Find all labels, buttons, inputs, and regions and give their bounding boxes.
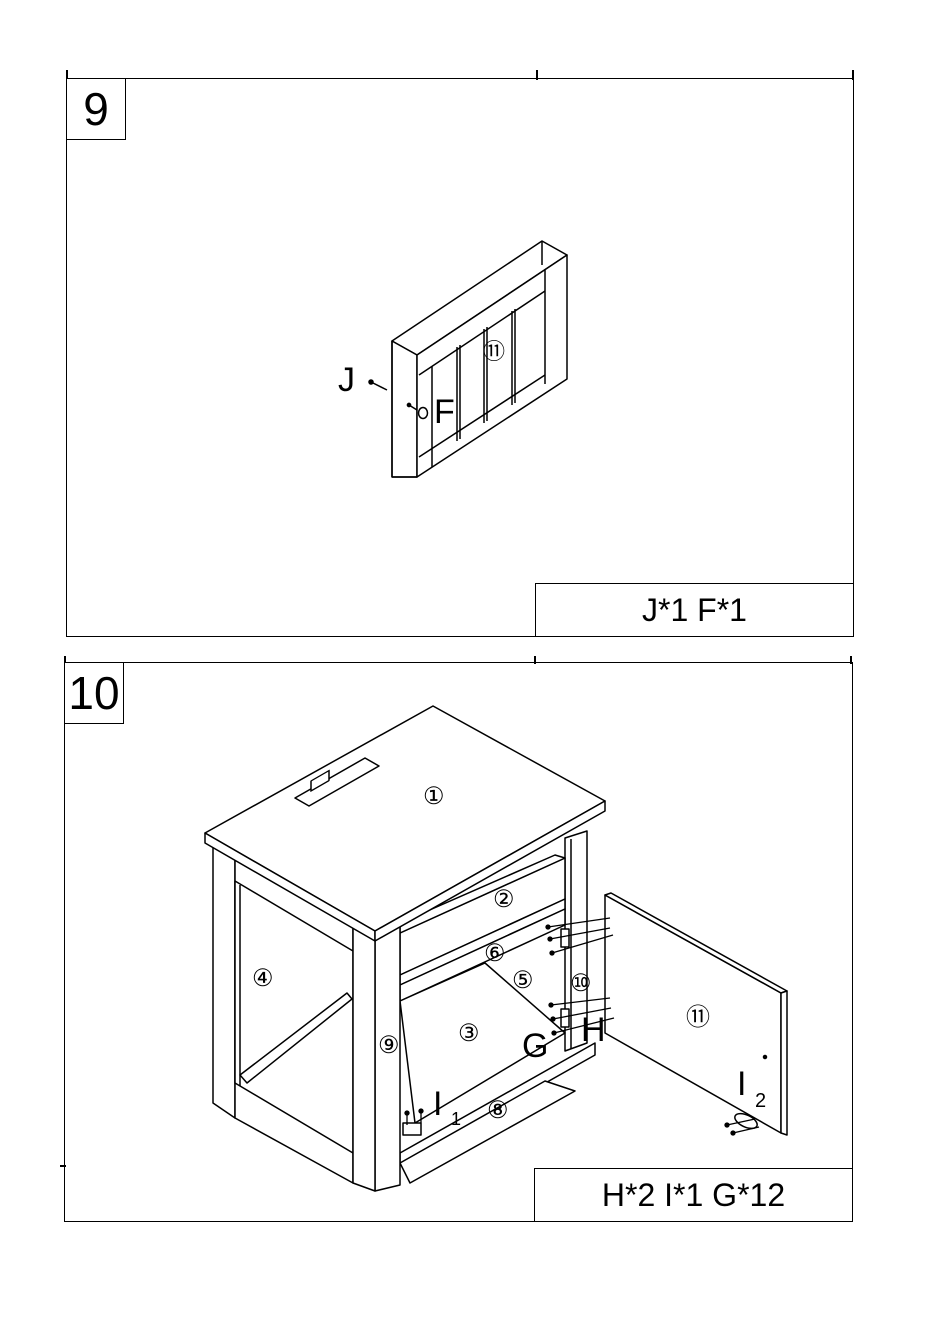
label-top: ① (423, 783, 445, 810)
label-i1-sub: 1 (451, 1109, 461, 1129)
label-i2: I (737, 1065, 746, 1103)
label-i1: I (433, 1085, 442, 1123)
label-i2-sub: 2 (755, 1090, 766, 1112)
label-post-left: ⑨ (378, 1032, 400, 1059)
label-rail: ⑤ (512, 967, 534, 994)
door-panel-face (392, 341, 417, 477)
screw-label-j: J (338, 361, 355, 399)
label-bottom: ③ (458, 1020, 480, 1047)
screw-j-icon (369, 380, 387, 390)
knob-label-f: F (434, 393, 455, 431)
parts-count-box: J*1 F*1 (535, 583, 854, 637)
label-side: ④ (252, 965, 274, 992)
label-g: G (522, 1027, 548, 1065)
step-10-illustration: ① ② ④ ⑥ ⑤ ⑩ ③ ⑨ ⑧ ⑪ G H I 1 I 2 (65, 663, 854, 1223)
latch-i1-icon (403, 1123, 421, 1135)
label-post-right: ⑩ (570, 970, 592, 997)
step-9-panel: 9 (66, 78, 854, 637)
step-9-illustration: ⑪ J F (67, 79, 855, 638)
parts-count-box: H*2 I*1 G*12 (534, 1168, 853, 1222)
hinge-h-icon (561, 929, 569, 947)
label-h: H (581, 1011, 606, 1049)
label-door: ⑪ (686, 1004, 710, 1031)
label-shelf: ② (493, 886, 515, 913)
panel-label-11: ⑪ (483, 339, 505, 364)
side-panel-4 (213, 843, 235, 1118)
label-front-rail: ⑥ (484, 940, 506, 967)
step-10-panel: 10 (64, 662, 853, 1222)
label-bottom-rail: ⑧ (487, 1097, 509, 1124)
